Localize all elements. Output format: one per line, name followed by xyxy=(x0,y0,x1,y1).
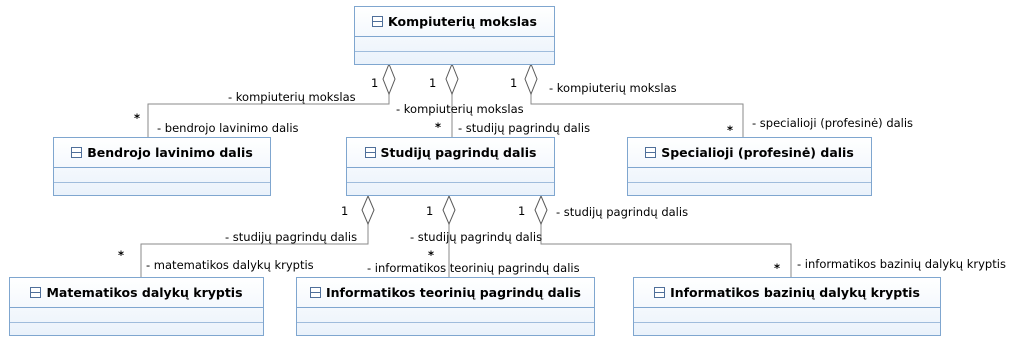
aggregation-diamond xyxy=(361,194,375,226)
aggregation-diamond xyxy=(524,62,538,96)
class-studiju-pagrindu-dalis[interactable]: Studijų pagrindų dalis xyxy=(346,137,555,196)
aggregation-diamond xyxy=(442,194,456,226)
multiplicity-one: 1 xyxy=(341,204,349,218)
operations-compartment xyxy=(54,183,270,197)
class-name: Informatikos bazinių dalykų kryptis xyxy=(670,285,920,300)
role-label: - studijų pagrindų dalis xyxy=(225,230,358,244)
class-bendrojo-lavinimo-dalis[interactable]: Bendrojo lavinimo dalis xyxy=(53,137,271,196)
role-label: - studijų pagrindų dalis xyxy=(458,121,591,135)
class-specialioji-profesine-dalis[interactable]: Specialioji (profesinė) dalis xyxy=(627,137,872,196)
attributes-compartment xyxy=(54,168,270,183)
role-label: - bendrojo lavinimo dalis xyxy=(157,121,299,135)
class-name: Informatikos teorinių pagrindų dalis xyxy=(325,285,581,300)
class-name: Bendrojo lavinimo dalis xyxy=(87,145,253,160)
multiplicity-many: * xyxy=(428,248,435,262)
role-label: - informatikos teorinių pagrindų dalis xyxy=(367,261,580,275)
class-icon xyxy=(364,147,376,158)
class-icon xyxy=(71,147,83,158)
multiplicity-many: * xyxy=(727,123,734,137)
association-line xyxy=(147,94,390,137)
role-label: - kompiuterių mokslas xyxy=(549,81,677,95)
multiplicity-one: 1 xyxy=(429,76,437,90)
role-label: - kompiuterių mokslas xyxy=(396,102,524,116)
attributes-compartment xyxy=(628,168,871,183)
class-icon xyxy=(645,147,657,158)
role-label: - studijų pagrindų dalis xyxy=(556,205,689,219)
operations-compartment xyxy=(347,183,554,197)
association-line xyxy=(530,94,744,137)
attributes-compartment xyxy=(347,168,554,183)
association-line xyxy=(540,224,792,277)
multiplicity-many: * xyxy=(118,248,125,262)
multiplicity-many: * xyxy=(774,261,781,275)
attributes-compartment xyxy=(10,308,263,323)
class-name: Studijų pagrindų dalis xyxy=(380,145,537,160)
aggregation-diamond xyxy=(445,62,459,96)
class-informatikos-baziniu-dalyku-kryptis[interactable]: Informatikos bazinių dalykų kryptis xyxy=(633,277,941,336)
class-name: Matematikos dalykų kryptis xyxy=(46,285,243,300)
class-kompiuteriu-mokslas[interactable]: Kompiuterių mokslas xyxy=(354,6,555,65)
multiplicity-many: * xyxy=(435,120,442,134)
attributes-compartment xyxy=(355,37,554,52)
operations-compartment xyxy=(297,323,594,337)
attributes-compartment xyxy=(634,308,940,323)
operations-compartment xyxy=(634,323,940,337)
role-label: - kompiuterių mokslas xyxy=(228,90,356,104)
operations-compartment xyxy=(628,183,871,197)
class-name: Kompiuterių mokslas xyxy=(388,14,537,29)
association-line xyxy=(140,224,369,277)
class-informatikos-teoriniu-pagrindu-dalis[interactable]: Informatikos teorinių pagrindų dalis xyxy=(296,277,595,336)
class-icon xyxy=(309,287,321,298)
class-matematikos-dalyku-kryptis[interactable]: Matematikos dalykų kryptis xyxy=(9,277,264,336)
role-label: - specialioji (profesinė) dalis xyxy=(752,116,914,130)
multiplicity-one: 1 xyxy=(518,204,526,218)
class-icon xyxy=(372,16,384,27)
class-icon xyxy=(30,287,42,298)
role-label: - matematikos dalykų kryptis xyxy=(146,258,314,272)
attributes-compartment xyxy=(297,308,594,323)
class-icon xyxy=(654,287,666,298)
multiplicity-many: * xyxy=(134,111,141,125)
multiplicity-one: 1 xyxy=(371,76,379,90)
operations-compartment xyxy=(10,323,263,337)
multiplicity-one: 1 xyxy=(426,204,434,218)
operations-compartment xyxy=(355,52,554,66)
role-label: - studijų pagrindų dalis xyxy=(410,230,543,244)
class-name: Specialioji (profesinė) dalis xyxy=(661,145,854,160)
role-label: - informatikos bazinių dalykų kryptis xyxy=(797,257,1006,271)
multiplicity-one: 1 xyxy=(510,76,518,90)
aggregation-diamond xyxy=(382,62,396,96)
aggregation-diamond xyxy=(534,194,548,226)
